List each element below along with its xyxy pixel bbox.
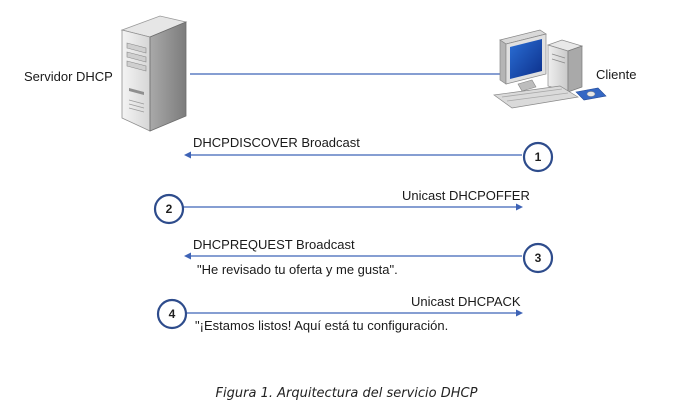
message-1-title: DHCPDISCOVER Broadcast — [193, 135, 360, 150]
step-number-3: 3 — [535, 251, 542, 265]
message-3-title: DHCPREQUEST Broadcast — [193, 237, 355, 252]
message-arrow-1 — [184, 151, 522, 159]
step-number-1: 1 — [535, 150, 542, 164]
figure-caption: Figura 1. Arquitectura del servicio DHCP — [215, 386, 478, 401]
message-4-title: Unicast DHCPACK — [411, 294, 521, 309]
step-circle-1: 1 — [522, 141, 554, 173]
message-4-detail: "¡Estamos listos! Aquí está tu configura… — [195, 318, 449, 333]
message-arrow-3 — [184, 252, 522, 260]
message-2-title: Unicast DHCPOFFER — [402, 188, 530, 203]
desktop-computer-icon — [493, 29, 607, 109]
client-label: Cliente — [596, 67, 637, 82]
message-arrow-2 — [183, 203, 523, 211]
message-arrow-4 — [183, 309, 523, 317]
message-3-detail: "He revisado tu oferta y me gusta". — [197, 262, 398, 277]
step-number-4: 4 — [169, 307, 176, 321]
step-circle-2: 2 — [153, 193, 185, 225]
server-tower-icon — [120, 15, 188, 132]
step-number-2: 2 — [166, 202, 173, 216]
step-circle-3: 3 — [522, 242, 554, 274]
step-circle-4: 4 — [156, 298, 188, 330]
server-label: Servidor DHCP — [24, 69, 113, 84]
